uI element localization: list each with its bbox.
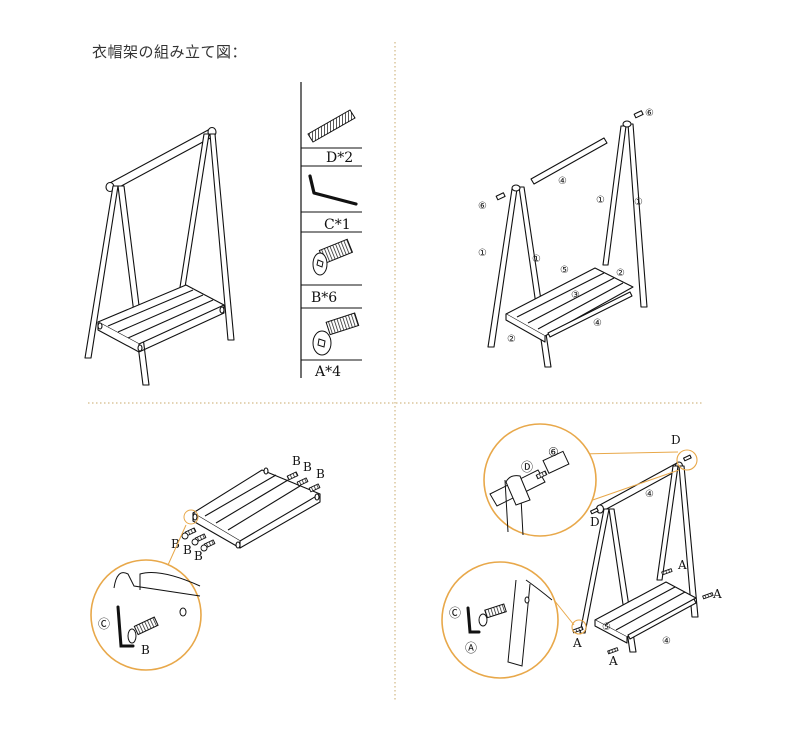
label-a-1: A: [677, 558, 687, 572]
label-b-5: B: [183, 543, 192, 557]
label-six-left: ⑥: [478, 201, 487, 212]
hex-key-c-icon: [308, 174, 358, 206]
label-b-1: B: [292, 454, 301, 468]
bolt-b-icon: [312, 238, 354, 276]
shelf-bolting-figure: [181, 467, 321, 552]
panel-dividers: [88, 42, 702, 700]
label-four-top: ④: [558, 176, 567, 187]
zoom-detail-bolt-b: Ⓒ B: [90, 509, 202, 671]
part-a-label: A*4: [314, 364, 341, 380]
label-a-2: A: [712, 587, 722, 601]
label-one-b: ①: [634, 197, 643, 208]
final-assembly-figure: [571, 449, 714, 655]
exploded-view-labels: ⑥ ④ ⑥ ① ① ① ① ⑤ ② ③ ④ ②: [478, 108, 654, 345]
label-four-bottom-final: ④: [662, 636, 671, 647]
page-title: 衣帽架の組み立て図：: [92, 43, 248, 61]
label-five: ⑤: [560, 265, 569, 276]
label-two-right: ②: [616, 268, 625, 279]
bolt-a-icon: [312, 312, 360, 356]
exploded-view-figure: [487, 110, 648, 368]
label-d-top: D: [671, 433, 681, 447]
parts-list: D*2 C*1 B*6 A*4: [300, 82, 362, 380]
label-circled-a-final: Ⓐ: [465, 641, 477, 655]
label-d-left: D: [590, 515, 600, 529]
label-three: ③: [571, 290, 580, 301]
assembled-rack-figure: [84, 126, 235, 386]
final-assembly-labels: D ④ D A A ⑤ A ④ A: [572, 433, 722, 668]
label-one-d: ①: [532, 254, 541, 265]
label-b-detail: B: [141, 643, 150, 657]
label-four-bottom: ④: [593, 318, 602, 329]
part-c-label: C*1: [324, 217, 351, 233]
label-b-2: B: [303, 460, 312, 474]
label-one-a: ①: [596, 195, 605, 206]
label-circled-six-detail: ⑥: [548, 445, 559, 459]
label-six-top: ⑥: [645, 108, 654, 119]
label-a-4: A: [608, 654, 618, 668]
part-d-label: D*2: [326, 150, 353, 166]
part-b-label: B*6: [311, 290, 337, 306]
label-b-6: B: [194, 549, 203, 563]
zoom-detail-dowel: Ⓓ ⑥: [483, 423, 680, 537]
label-b-4: B: [171, 537, 180, 551]
label-circled-c-detail: Ⓒ: [98, 617, 110, 631]
label-a-3: A: [572, 636, 582, 650]
label-circled-d-detail: Ⓓ: [521, 460, 533, 474]
label-five-final: ⑤: [602, 622, 611, 633]
shelf-bolting-labels: B B B B B B: [171, 454, 325, 563]
zoom-detail-bolt-a: Ⓒ Ⓐ: [441, 561, 575, 679]
dowel-d-icon: [307, 109, 356, 143]
label-circled-c-final: Ⓒ: [449, 606, 461, 620]
label-two-left: ②: [507, 334, 516, 345]
label-four-rail: ④: [645, 489, 654, 500]
label-one-c: ①: [478, 248, 487, 259]
label-b-3: B: [316, 467, 325, 481]
